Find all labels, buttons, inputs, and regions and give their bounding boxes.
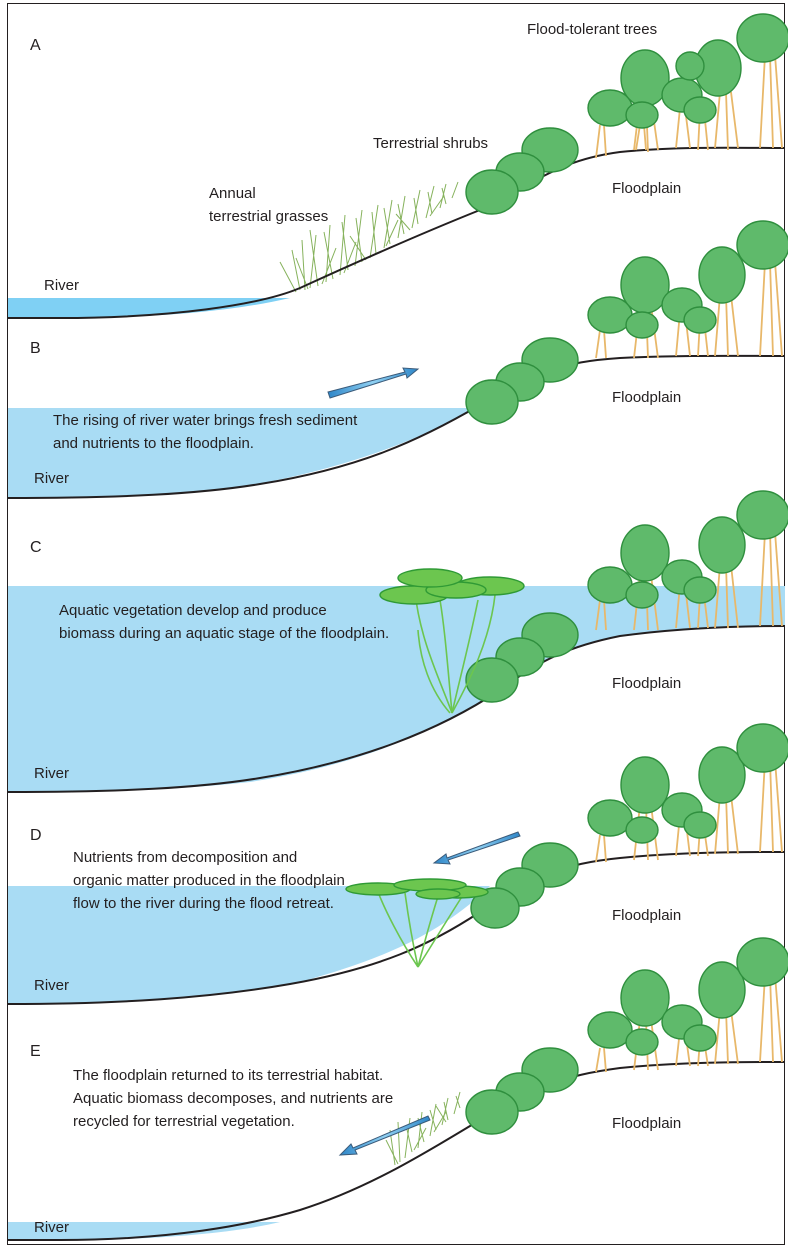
panel-d-letter: D: [30, 827, 42, 844]
panel-e-arrow: [340, 1116, 430, 1155]
label-flood-tolerant-trees: Flood-tolerant trees: [527, 21, 657, 38]
panel-e-text-line1: The floodplain returned to its terrestri…: [73, 1067, 383, 1084]
panel-a-river-label: River: [44, 277, 79, 294]
panel-d-arrow: [434, 832, 520, 864]
panel-d-text-line3: flow to the river during the flood retre…: [73, 895, 334, 912]
panel-b-floodplain-label: Floodplain: [612, 389, 681, 406]
panel-e-text-line2: Aquatic biomass decomposes, and nutrient…: [73, 1090, 393, 1107]
panel-d-river-label: River: [34, 977, 69, 994]
panel-c-river-label: River: [34, 765, 69, 782]
panel-c-letter: C: [30, 539, 42, 556]
panel-a-grass: [280, 182, 458, 292]
panel-e-river-label: River: [34, 1219, 69, 1236]
panel-b-river-label: River: [34, 470, 69, 487]
panel-b: B The rising of river water brings fresh…: [8, 221, 788, 498]
panel-e-trees: [588, 938, 788, 1072]
panel-b-text-line2: and nutrients to the floodplain.: [53, 435, 254, 452]
panel-e-ground: [8, 1062, 785, 1240]
panel-d-floodplain-label: Floodplain: [612, 907, 681, 924]
panel-c: C Aquatic vegetation develop and produce…: [8, 491, 788, 792]
panel-b-trees: [588, 221, 788, 358]
panel-b-letter: B: [30, 340, 41, 357]
panel-c-text-line1: Aquatic vegetation develop and produce: [59, 602, 327, 619]
panel-a: A Flood-tolerant trees Terrestrial shrub…: [8, 14, 788, 318]
panel-b-arrow: [328, 368, 418, 398]
panel-d-shrubs: [471, 843, 578, 928]
label-terrestrial-grasses: terrestrial grasses: [209, 208, 328, 225]
panel-d-text-line2: organic matter produced in the floodplai…: [73, 872, 345, 889]
panel-b-text-line1: The rising of river water brings fresh s…: [53, 412, 358, 429]
panel-e-letter: E: [30, 1043, 41, 1060]
panel-d-text-line1: Nutrients from decomposition and: [73, 849, 297, 866]
panel-d-trees: [588, 724, 788, 862]
panel-e-floodplain-label: Floodplain: [612, 1115, 681, 1132]
panel-e-text-line3: recycled for terrestrial vegetation.: [73, 1113, 295, 1130]
panel-a-floodplain-label: Floodplain: [612, 180, 681, 197]
label-terrestrial-shrubs: Terrestrial shrubs: [373, 135, 488, 152]
label-annual: Annual: [209, 185, 256, 202]
panel-a-letter: A: [30, 37, 41, 54]
panel-e-shrubs: [466, 1048, 578, 1134]
panel-c-text-line2: biomass during an aquatic stage of the f…: [59, 625, 389, 642]
panel-b-shrubs: [466, 338, 578, 424]
panel-c-floodplain-label: Floodplain: [612, 675, 681, 692]
